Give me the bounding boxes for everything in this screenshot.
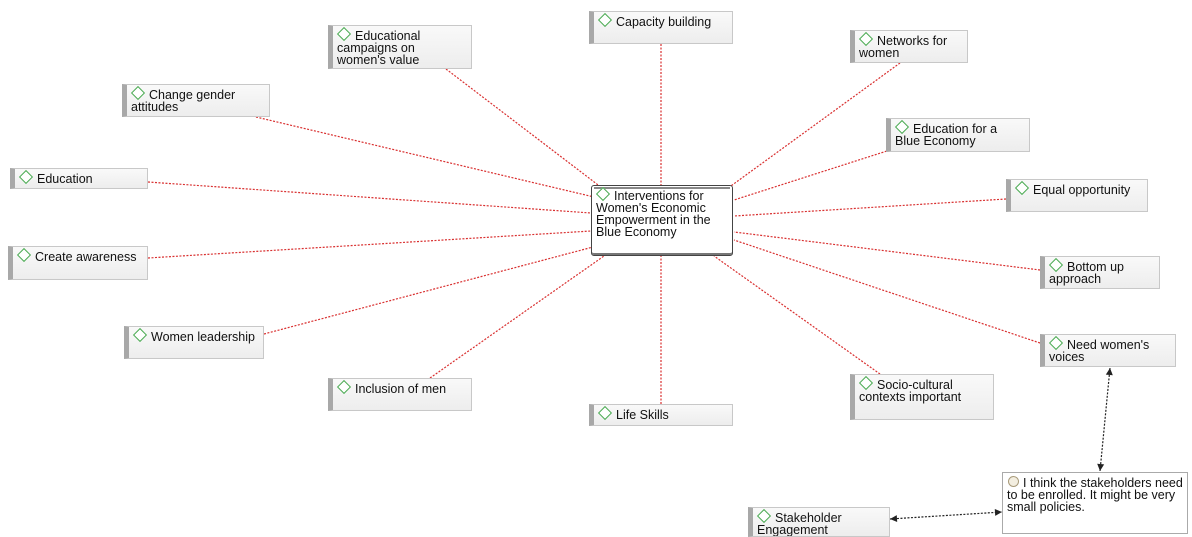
- code-diamond-icon: [1048, 257, 1064, 273]
- node-label: Create awareness: [35, 250, 137, 264]
- node-label: Change gender attitudes: [131, 88, 236, 114]
- node-bottom-up[interactable]: Bottom up approach: [1040, 256, 1160, 289]
- link-voices: [733, 239, 1041, 344]
- node-label: Bottom up approach: [1049, 260, 1124, 286]
- link-awareness: [147, 230, 592, 259]
- code-diamond-icon: [336, 379, 352, 395]
- link-networks: [723, 62, 901, 192]
- node-label: Equal opportunity: [1033, 183, 1131, 197]
- node-label: Stakeholder Engagement: [757, 511, 842, 537]
- node-leadership[interactable]: Women leadership: [124, 326, 264, 359]
- code-diamond-icon: [894, 119, 910, 135]
- memo-note[interactable]: I think the stakeholders need to be enro…: [1002, 472, 1188, 534]
- node-label: Education: [37, 172, 93, 186]
- node-edu-campaigns[interactable]: Educational campaigns on women's value: [328, 25, 472, 69]
- code-diamond-icon: [756, 508, 772, 524]
- code-diamond-icon: [132, 327, 148, 343]
- node-awareness[interactable]: Create awareness: [8, 246, 148, 280]
- node-label: Socio-cultural contexts important: [859, 378, 962, 404]
- node-life-skills[interactable]: Life Skills: [589, 404, 733, 426]
- code-diamond-icon: [16, 247, 32, 263]
- link-education: [147, 181, 592, 214]
- node-inclusion[interactable]: Inclusion of men: [328, 378, 472, 411]
- arrowhead-icon: [1105, 368, 1113, 376]
- node-label: Life Skills: [616, 408, 669, 422]
- center-node[interactable]: Interventions for Women's Economic Empow…: [591, 185, 733, 256]
- node-edu-blue[interactable]: Education for a Blue Economy: [886, 118, 1030, 152]
- node-stakeholder[interactable]: Stakeholder Engagement: [748, 507, 890, 537]
- node-networks[interactable]: Networks for women: [850, 30, 968, 63]
- link-inclusion: [429, 255, 605, 379]
- node-label: Education for a Blue Economy: [895, 122, 998, 148]
- link-gender: [255, 116, 595, 198]
- code-diamond-icon: [336, 26, 352, 42]
- code-diamond-icon: [130, 85, 146, 101]
- code-diamond-icon: [858, 375, 874, 391]
- code-diamond-icon: [1048, 335, 1064, 351]
- node-equal[interactable]: Equal opportunity: [1006, 179, 1148, 212]
- node-education[interactable]: Education: [10, 168, 148, 189]
- code-diamond-icon: [597, 405, 613, 421]
- link-equal: [733, 198, 1007, 217]
- node-label: Women leadership: [151, 330, 255, 344]
- link-leadership: [263, 246, 594, 335]
- arrowhead-icon: [1097, 463, 1105, 471]
- code-diamond-icon: [858, 31, 874, 47]
- center-node-label: Interventions for Women's Economic Empow…: [596, 189, 711, 239]
- code-diamond-icon: [18, 169, 34, 185]
- memo-icon: [1008, 476, 1019, 487]
- arrowhead-icon: [994, 508, 1002, 516]
- code-diamond-icon: [597, 12, 613, 28]
- link-edu-campaigns: [445, 68, 607, 192]
- node-capacity[interactable]: Capacity building: [589, 11, 733, 44]
- node-label: Networks for women: [859, 34, 948, 60]
- node-socio[interactable]: Socio-cultural contexts important: [850, 374, 994, 420]
- link-edu-blue: [733, 149, 891, 201]
- memo-link-voices: [1099, 367, 1111, 472]
- node-label: Educational campaigns on women's value: [337, 29, 421, 67]
- node-label: Inclusion of men: [355, 382, 447, 396]
- node-label: Need women's voices: [1049, 338, 1150, 364]
- node-gender[interactable]: Change gender attitudes: [122, 84, 270, 117]
- memo-text: I think the stakeholders need to be enro…: [1007, 476, 1183, 514]
- memo-link-stakeholder: [889, 511, 1003, 520]
- node-label: Capacity building: [616, 15, 712, 29]
- link-bottom-up: [733, 231, 1041, 271]
- code-diamond-icon: [595, 186, 611, 202]
- node-voices[interactable]: Need women's voices: [1040, 334, 1176, 367]
- code-diamond-icon: [1014, 180, 1030, 196]
- arrowhead-icon: [890, 515, 898, 523]
- link-socio: [713, 255, 881, 375]
